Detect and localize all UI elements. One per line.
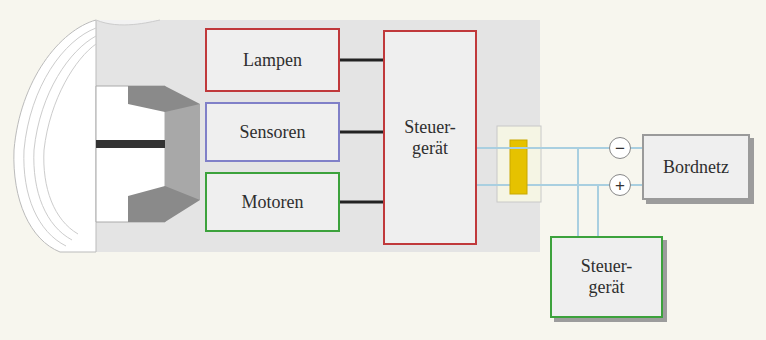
connector-line xyxy=(340,59,383,62)
box-label: Steuer- gerät xyxy=(567,256,647,297)
box-label: Motoren xyxy=(242,192,304,213)
control-unit-box: Steuer- gerät xyxy=(383,30,477,245)
lens-line xyxy=(34,36,96,240)
box-label: Sensoren xyxy=(240,122,306,143)
polarity-symbol: − xyxy=(609,137,631,159)
motor-box: Motoren xyxy=(205,172,340,232)
lens-line xyxy=(24,28,96,246)
supply-wire xyxy=(597,185,599,236)
power-supply-box: Bordnetz xyxy=(642,134,750,200)
connector-wire xyxy=(578,148,642,236)
box-label: Steuer- gerät xyxy=(390,117,470,158)
lamp-bar xyxy=(96,140,165,148)
plug-housing xyxy=(497,126,541,202)
connector-wire xyxy=(340,132,383,133)
lamp-box: Lampen xyxy=(205,28,340,92)
lens-line xyxy=(44,44,96,234)
box-label: Lampen xyxy=(243,50,302,71)
reflector-side xyxy=(165,104,200,200)
lens-top xyxy=(96,20,160,25)
connector-line xyxy=(578,148,642,236)
connector-wire xyxy=(340,202,383,203)
sensor-box: Sensoren xyxy=(205,102,340,162)
reflector xyxy=(128,86,200,222)
connector-line xyxy=(340,201,383,204)
connector-line xyxy=(340,131,383,134)
connector-wire xyxy=(340,60,383,61)
box-label: Bordnetz xyxy=(663,157,729,178)
control-unit-box: Steuer- gerät xyxy=(550,236,663,318)
housing-panel xyxy=(96,20,540,252)
lens xyxy=(14,20,96,252)
polarity-symbol: + xyxy=(609,174,631,196)
